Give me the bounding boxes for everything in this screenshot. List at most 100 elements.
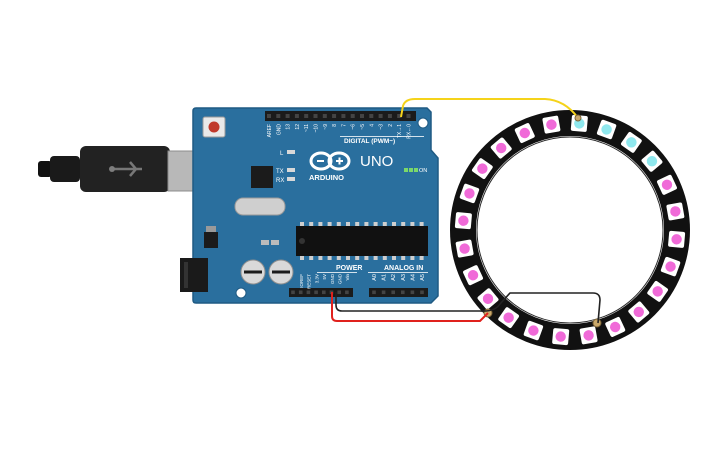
digital-pin[interactable] [397,114,402,118]
dc-jack-slot [184,262,188,288]
digital-pin[interactable] [369,114,374,118]
led-on-label: ON [419,168,427,174]
digital-pin-label: 7 [341,124,347,127]
power-pin-label: IOREF [299,274,304,288]
neopixel-led [454,212,472,230]
ground-wire[interactable] [335,292,601,324]
usb-chip [251,166,273,188]
digital-pin[interactable] [313,114,318,118]
digital-pin-label: TX→1 [397,124,403,138]
arduino-logo-text: ARDUINO [309,173,344,182]
power-pin[interactable] [314,290,318,295]
digital-pin[interactable] [378,114,383,118]
digital-pin-label: ~9 [323,124,329,130]
digital-pin[interactable] [341,114,346,118]
neopixel-led [455,239,474,258]
digital-pin[interactable] [387,114,392,118]
analog-pin[interactable] [391,290,395,295]
analog-header [369,288,428,297]
power-pin-label: 3.3V [314,274,319,283]
digital-underline [340,136,424,137]
power-pin[interactable] [322,290,326,295]
neopixel-led [477,288,499,310]
smd-part [271,240,279,245]
led-power-1 [404,168,408,172]
neopixel-led [459,183,480,204]
digital-pin[interactable] [267,114,271,118]
digital-pin[interactable] [406,114,411,118]
digital-pin-label: GND [276,124,282,136]
led-power-3 [414,168,418,172]
power-pin[interactable] [345,290,349,295]
analog-pin[interactable] [420,290,424,295]
microcontroller-chip [296,222,428,260]
ring-pcb [450,110,690,350]
neopixel-ring[interactable] [450,110,690,350]
digital-pin-label: 8 [332,124,338,127]
led-l-label: L [280,151,284,157]
led-tx [287,168,295,172]
led-power-2 [409,168,413,172]
analog-underline [368,272,428,273]
digital-pin[interactable] [294,114,299,118]
usb-strain-relief [50,156,80,182]
power-pin-label: RESET [307,274,312,289]
data-wire[interactable] [400,98,579,119]
mounting-hole [235,287,247,299]
digital-pin-label: ~10 [314,124,320,133]
neopixel-led [471,158,493,179]
analog-pin-label: A3 [401,274,407,281]
neopixel-led [514,123,535,143]
digital-pin-label: ~5 [360,124,366,130]
analog-pin[interactable] [381,290,386,295]
analog-pin[interactable] [401,290,405,295]
digital-pin[interactable] [350,114,355,118]
neopixel-led [666,202,685,221]
crystal [234,197,286,216]
digital-pin-label: 12 [295,124,301,130]
digital-pin-label: 4 [369,124,375,127]
power-pin[interactable] [291,290,295,295]
digital-pin-label: ~6 [351,124,357,130]
power-pin-label: 5V [322,274,327,280]
reset-button-cap[interactable] [208,121,220,133]
neopixel-led [596,119,617,140]
analog-pin-label: A5 [420,274,426,281]
digital-pin[interactable] [304,114,309,118]
analog-pin-label: A4 [410,274,416,281]
analog-pin[interactable] [372,290,376,295]
power-wire[interactable] [331,292,489,322]
ring-pad-gnd[interactable] [592,318,602,328]
digital-pin-label: 2 [388,124,394,127]
neopixel-led [490,137,512,159]
neopixel-led [641,150,663,172]
power-pin[interactable] [337,290,341,295]
digital-pin-holes [267,114,411,118]
ring-inner-edge [476,136,664,324]
digital-pin[interactable] [360,114,364,118]
power-pin[interactable] [306,290,311,295]
neopixel-led [542,115,561,134]
led-l [287,150,295,154]
capacitor [268,259,294,285]
digital-pin-label: 13 [286,124,292,130]
digital-pin[interactable] [285,114,290,118]
ring-pad-din[interactable] [574,114,582,122]
analog-pin[interactable] [410,290,415,295]
regulator-tab [206,226,216,232]
digital-pin[interactable] [322,114,327,118]
neopixel-led [628,301,650,323]
neopixel-led [668,230,686,248]
neopixel-led [498,307,519,329]
power-header-label: POWER [336,265,362,272]
analog-pin-label: A0 [372,274,378,281]
digital-pin[interactable] [332,114,337,118]
power-pin[interactable] [298,290,303,295]
digital-pin[interactable] [276,114,281,118]
voltage-regulator [204,232,218,248]
